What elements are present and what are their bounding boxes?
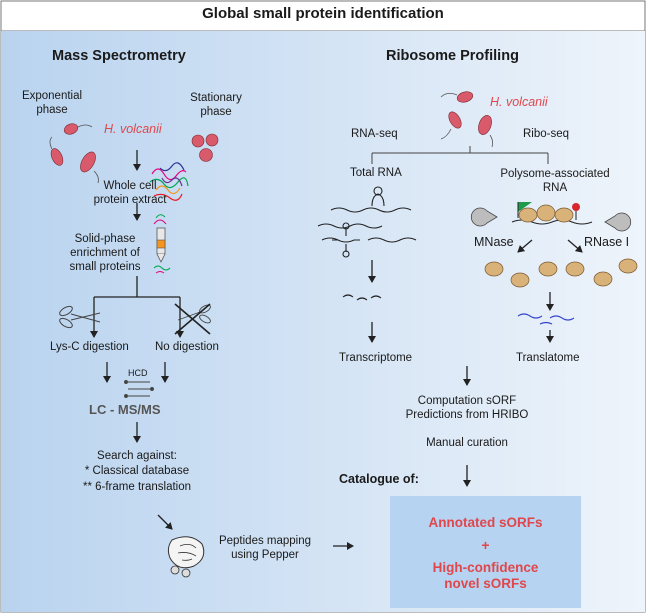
plus-label: + bbox=[481, 537, 490, 553]
crossed-scissors-icon bbox=[174, 303, 211, 335]
extract-label-2: protein extract bbox=[93, 194, 167, 206]
figure-title: Global small protein identification bbox=[202, 5, 444, 22]
protein-extract-icon bbox=[149, 162, 189, 201]
stationary-label-2: phase bbox=[200, 106, 232, 118]
exponential-cells-icon bbox=[49, 123, 99, 184]
stationary-cells-icon bbox=[191, 133, 219, 162]
footprint-mrna-icon bbox=[517, 313, 575, 325]
mnase-enzyme-icon bbox=[470, 207, 498, 227]
exponential-label-2: phase bbox=[36, 104, 68, 116]
catalogue-box bbox=[390, 496, 581, 608]
ms-heading: Mass Spectrometry bbox=[52, 48, 186, 64]
rp-organism-label: H. volcanii bbox=[490, 95, 548, 109]
no-digestion-label: No digestion bbox=[155, 341, 219, 353]
riboseq-label: Ribo-seq bbox=[523, 128, 570, 140]
hcd-fragmentation-icon bbox=[124, 380, 154, 398]
translatome-label: Translatome bbox=[516, 352, 580, 364]
stationary-label-1: Stationary bbox=[190, 92, 242, 104]
peptides-label-1: Peptides mapping bbox=[218, 535, 312, 547]
transcriptome-label: Transcriptome bbox=[339, 352, 413, 364]
catalogue-label: Catalogue of: bbox=[339, 472, 419, 486]
enrichment-label-1: Solid-phase bbox=[74, 233, 136, 245]
search-label-1: Search against: bbox=[97, 450, 177, 462]
polysome-icon bbox=[511, 202, 593, 225]
total-rna-icon bbox=[317, 186, 417, 258]
ms-organism-label: H. volcanii bbox=[104, 122, 162, 136]
rnase-label: RNase I bbox=[584, 235, 630, 249]
peptides-label-2: using Pepper bbox=[231, 549, 299, 561]
enrichment-label-2: enrichment of bbox=[70, 247, 140, 259]
rp-cells-icon bbox=[440, 91, 494, 148]
spe-column-icon bbox=[153, 214, 171, 274]
rp-heading: Ribosome Profiling bbox=[386, 48, 519, 64]
extract-label-1: Whole cell bbox=[103, 180, 157, 192]
exponential-label-1: Exponential bbox=[21, 90, 83, 102]
polysome-label-2: RNA bbox=[542, 182, 568, 194]
rnaseq-label: RNA-seq bbox=[351, 128, 398, 140]
pepper-icon bbox=[167, 536, 205, 578]
scissors-icon bbox=[59, 305, 101, 329]
enrichment-label-3: small proteins bbox=[69, 261, 141, 273]
novel-sorfs-label-1: High-confidence bbox=[432, 560, 539, 575]
hcd-label: HCD bbox=[128, 368, 148, 378]
polysome-label-1: Polysome-associated bbox=[500, 168, 610, 180]
rp-arrows bbox=[368, 239, 583, 487]
computation-label-2: Predictions from HRIBO bbox=[405, 409, 529, 421]
computation-label-1: Computation sORF bbox=[417, 395, 517, 407]
lysc-label: Lys-C digestion bbox=[50, 341, 129, 353]
novel-sorfs-label-2: novel sORFs bbox=[444, 576, 527, 591]
search-label-2: * Classical database bbox=[84, 465, 190, 477]
search-label-3: ** 6-frame translation bbox=[82, 481, 192, 493]
total-rna-label: Total RNA bbox=[350, 167, 402, 179]
curation-label: Manual curation bbox=[426, 437, 508, 449]
mnase-label: MNase bbox=[474, 235, 514, 249]
annotated-sorfs-label: Annotated sORFs bbox=[428, 515, 543, 530]
footprint-ribosomes-icon bbox=[484, 258, 638, 288]
rnase-enzyme-icon bbox=[604, 212, 632, 232]
lcms-label: LC - MS/MS bbox=[89, 402, 161, 417]
rp-branch-lines bbox=[371, 146, 549, 164]
transcriptome-fragments-icon bbox=[342, 294, 382, 301]
